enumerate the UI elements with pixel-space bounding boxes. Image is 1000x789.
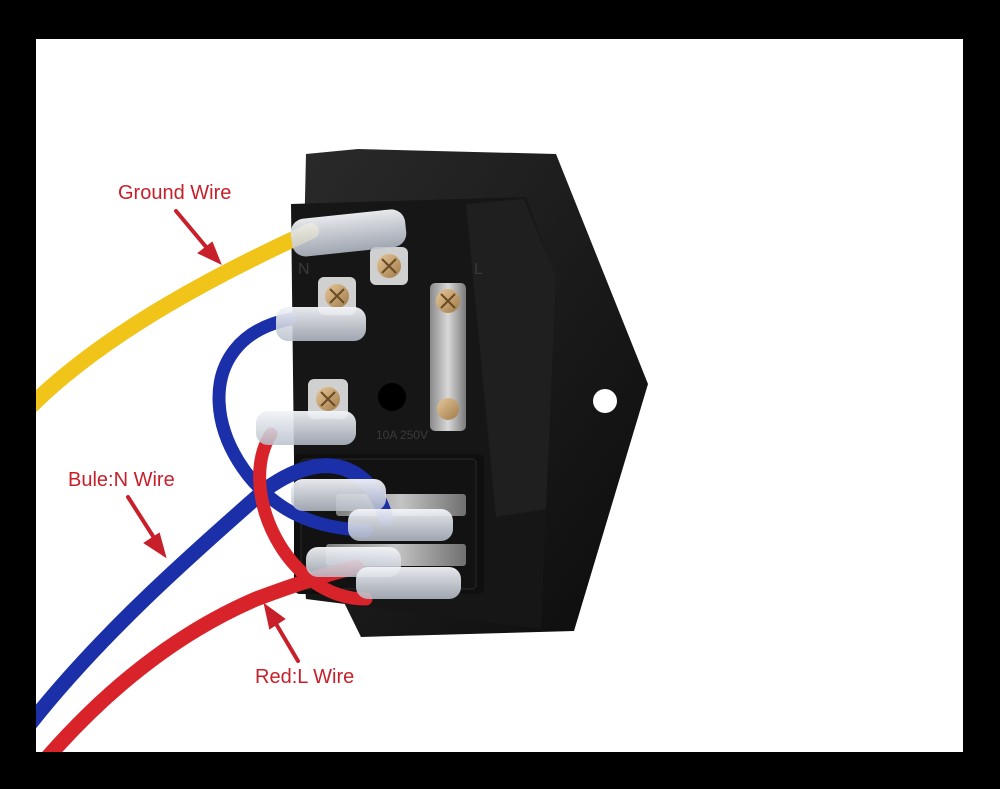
spade-connectors <box>256 209 461 599</box>
arrow-blue <box>126 495 167 559</box>
arrow-ground <box>174 209 222 266</box>
ground-wire <box>36 223 319 413</box>
product-photo: N L 10A 250V <box>36 39 963 752</box>
live-loop <box>253 427 373 606</box>
marking-l: L <box>474 261 483 278</box>
terminal-ground <box>370 247 408 285</box>
ground-wire-label: Ground Wire <box>118 182 232 204</box>
marking-rating: 10A 250V <box>376 428 428 442</box>
live-wire-label: Red:L Wire <box>255 666 355 688</box>
neutral-wire-label: Bule:N Wire <box>68 469 175 491</box>
terminal-live-bar <box>430 283 466 431</box>
arrow-red <box>263 602 300 663</box>
marking-n: N <box>298 261 310 278</box>
terminal-neutral-lower <box>308 379 348 419</box>
neutral-loop <box>212 312 373 538</box>
power-socket-photo: N L 10A 250V <box>36 149 648 752</box>
terminal-neutral <box>318 277 356 315</box>
mounting-hole <box>593 389 617 413</box>
